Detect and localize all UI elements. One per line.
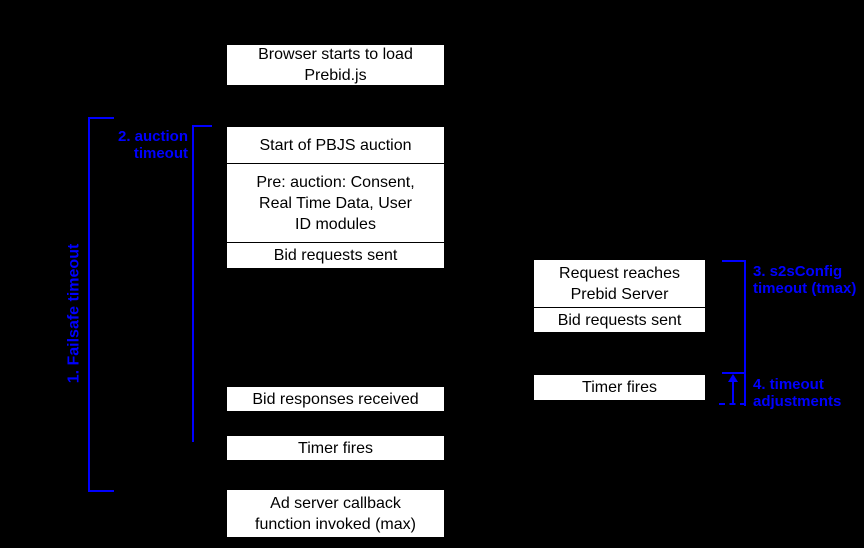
event-box-bid-requests-sent-server: Bid requests sent	[533, 307, 706, 333]
up-arrow-icon	[732, 381, 734, 403]
event-box-auction-start: Start of PBJS auction	[226, 126, 445, 164]
label-failsafe-timeout: 1. Failsafe timeout	[65, 243, 83, 384]
event-box-bid-responses-received: Bid responses received	[226, 386, 445, 412]
label-timeout-adjustments: 4. timeout adjustments	[753, 376, 842, 410]
event-box-pre-auction-modules: Pre: auction: Consent, Real Time Data, U…	[226, 163, 445, 243]
label-s2s-timeout: 3. s2sConfig timeout (tmax)	[753, 263, 857, 297]
auction-bracket-vertical-line	[192, 125, 194, 442]
s2s-bracket-vertical-line	[744, 260, 746, 406]
event-box-timer-fires-client: Timer fires	[226, 435, 445, 461]
failsafe-bracket-bottom-tick	[88, 490, 114, 492]
event-box-timer-fires-server: Timer fires	[533, 374, 706, 401]
failsafe-bracket-top-tick	[88, 117, 114, 119]
event-box-browser-load: Browser starts to load Prebid.js	[226, 44, 445, 86]
up-arrow-head-icon	[728, 374, 738, 382]
event-box-request-reaches-server: Request reaches Prebid Server	[533, 259, 706, 308]
event-box-bid-requests-sent-client: Bid requests sent	[226, 242, 445, 269]
event-box-ad-server-callback: Ad server callback function invoked (max…	[226, 489, 445, 538]
auction-bracket-top-tick	[192, 125, 212, 127]
s2s-bracket-top-tick	[722, 260, 746, 262]
label-auction-timeout: 2. auction timeout	[117, 128, 188, 162]
failsafe-bracket-vertical-line	[88, 117, 90, 492]
adjustment-dashed-line	[719, 403, 746, 405]
s2s-bracket-bottom-tick	[722, 372, 746, 374]
